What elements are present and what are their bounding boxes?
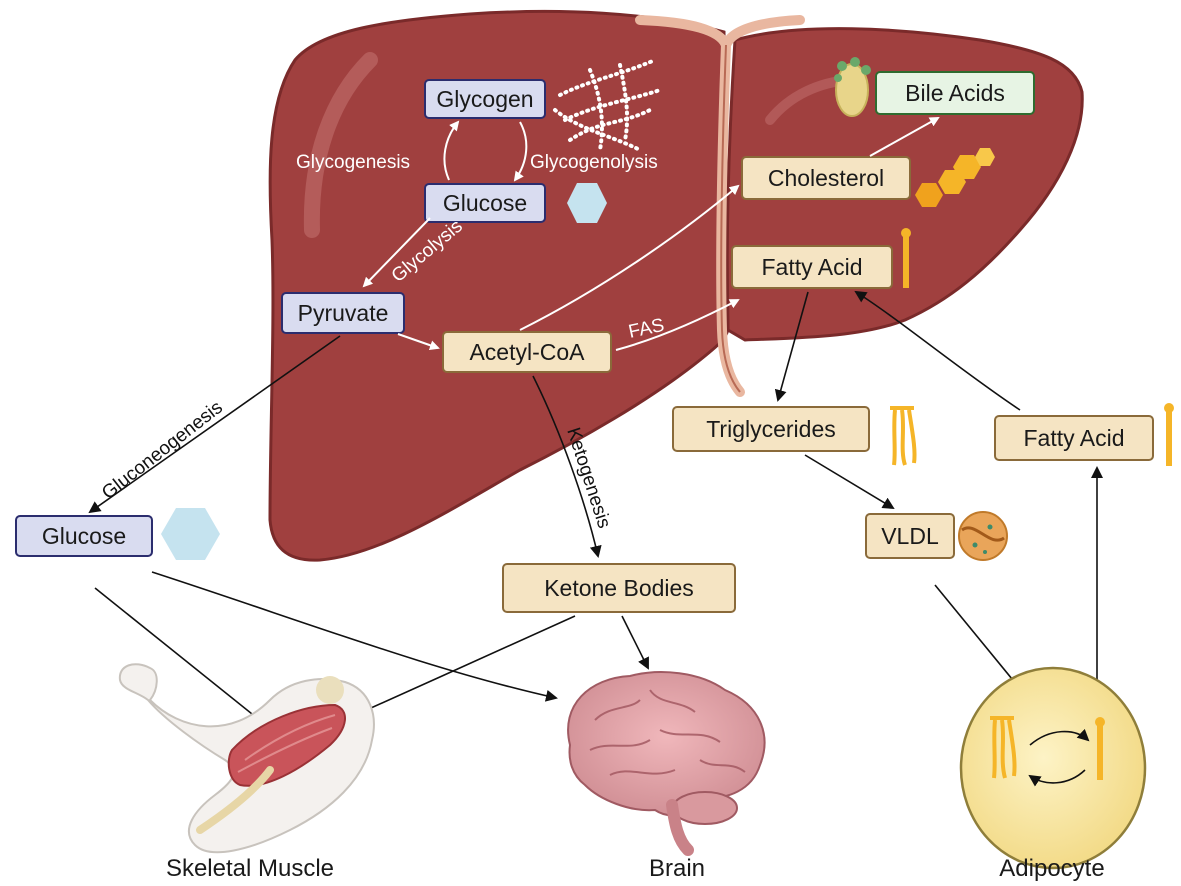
- acetyl-to-cholesterol-arrow: [519, 184, 740, 331]
- ketone-to-brain-arrow: [621, 615, 649, 670]
- triglycerides-box: Triglycerides: [672, 406, 870, 452]
- acetyl-coa-label: Acetyl-CoA: [469, 339, 585, 365]
- glucose-liver-label: Glucose: [443, 190, 527, 216]
- esterification-arrow: [1028, 769, 1086, 787]
- triglyceride-icon-adipocyte: [990, 716, 1017, 779]
- glucose-blood-label: Glucose: [42, 523, 126, 549]
- pyruvate-label: Pyruvate: [298, 300, 389, 326]
- glycogenesis-arrow: [443, 120, 460, 181]
- arm-bone: [196, 766, 274, 834]
- fatty-acid-icon-adipo: [1164, 403, 1174, 466]
- adipo-fa-to-liver-fa-arrow: [854, 290, 1021, 411]
- glycogenolysis-arrow: [513, 121, 528, 182]
- glycogen-box: Glycogen: [424, 79, 546, 119]
- bicep-muscle: [227, 703, 346, 787]
- fas-arrow: [615, 299, 740, 351]
- glycolysis-arrow: [362, 217, 431, 288]
- lipolysis-arrow: [1029, 728, 1090, 746]
- ketone-bodies-box: Ketone Bodies: [502, 563, 736, 613]
- fa-to-triglycerides-arrow: [774, 291, 809, 402]
- adipocyte-illustration: [959, 666, 1147, 870]
- pyruvate-box: Pyruvate: [281, 292, 405, 334]
- vldl-box: VLDL: [865, 513, 955, 559]
- bile-acids-label: Bile Acids: [905, 80, 1005, 106]
- cholesterol-to-bile-arrow: [869, 117, 940, 157]
- glucose-to-muscle-arrow: [94, 587, 264, 724]
- bile-acids-box: Bile Acids: [875, 71, 1035, 115]
- glucose-hexagon-icon: [567, 183, 607, 223]
- ketogenesis-label: Ketogenesis: [562, 425, 614, 531]
- cholesterol-label: Cholesterol: [768, 165, 884, 191]
- ketone-bodies-label: Ketone Bodies: [544, 575, 694, 601]
- ketogenesis-arrow: [532, 375, 602, 558]
- brain-illustration: [567, 671, 766, 856]
- glycogenolysis-label: Glycogenolysis: [530, 152, 658, 173]
- vldl-particle-icon: [958, 511, 1008, 561]
- cerebellum: [672, 791, 738, 825]
- gluconeogenesis-arrow: [88, 335, 341, 514]
- brain-shape: [567, 671, 766, 817]
- pyruvate-to-acetyl-arrow: [397, 333, 440, 351]
- fatty-acid-adipo-box: Fatty Acid: [994, 415, 1154, 461]
- glycogen-granules-icon: [553, 58, 662, 152]
- acetyl-coa-box: Acetyl-CoA: [442, 331, 612, 373]
- fatty-acid-icon-adipocyte: [1095, 717, 1105, 780]
- glucose-to-brain-arrow: [151, 571, 558, 702]
- fatty-acid-liver-box: Fatty Acid: [731, 245, 893, 289]
- glucose-hexagon-blood-icon: [161, 508, 220, 560]
- adipocyte-cell: [959, 666, 1147, 870]
- skeletal-muscle-label: Skeletal Muscle: [166, 855, 334, 882]
- triglyceride-icon: [890, 406, 917, 466]
- glucose-liver-box: Glucose: [424, 183, 546, 223]
- fatty-acid-liver-label: Fatty Acid: [762, 254, 863, 280]
- brain-stem: [666, 799, 694, 856]
- triglycerides-to-vldl-arrow: [804, 454, 895, 510]
- skeletal-muscle-illustration: [118, 663, 375, 854]
- cholesterol-icon: [915, 148, 995, 207]
- gluconeogenesis-label: Gluconeogenesis: [98, 397, 227, 504]
- triglycerides-label: Triglycerides: [706, 416, 836, 442]
- fatty-acid-icon-liver: [901, 228, 911, 288]
- liver-highlight: [303, 52, 378, 238]
- bile-acid-icon: [834, 57, 871, 117]
- white-arrows: [362, 117, 940, 351]
- fatty-acid-adipo-label: Fatty Acid: [1024, 425, 1125, 451]
- brain-label: Brain: [649, 855, 705, 882]
- vldl-label: VLDL: [881, 523, 939, 549]
- cholesterol-box: Cholesterol: [741, 156, 911, 200]
- adipocyte-label: Adipocyte: [999, 855, 1104, 882]
- glucose-blood-box: Glucose: [15, 515, 153, 557]
- glycogen-label: Glycogen: [436, 86, 533, 112]
- glycogenesis-label: Glycogenesis: [296, 152, 410, 173]
